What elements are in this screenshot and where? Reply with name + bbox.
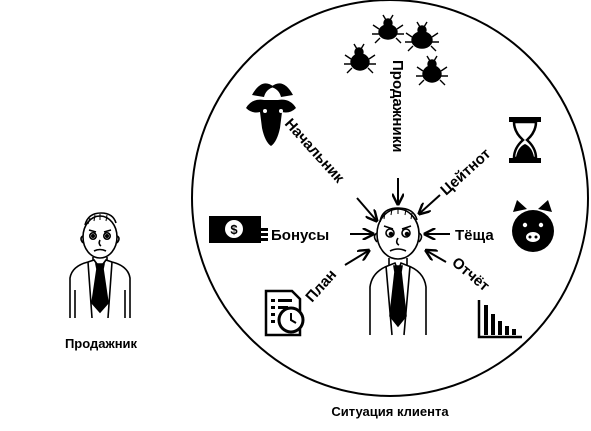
- arrow-tseytnot: [420, 194, 441, 213]
- label-otchyot: Отчёт: [448, 254, 492, 295]
- label-plan: План: [302, 266, 340, 305]
- bugs-icon: [344, 14, 448, 86]
- arrows: [344, 178, 450, 266]
- arrow-otchyot: [427, 251, 447, 263]
- label-prodazhniki: Продажники: [389, 60, 406, 152]
- label-bonusy: Бонусы: [271, 227, 329, 244]
- circle-caption: Ситуация клиента: [331, 404, 449, 419]
- client-figure: [369, 207, 427, 336]
- label-tseytnot: Цейтнот: [437, 145, 494, 199]
- pig-icon: [512, 200, 554, 252]
- goat-icon: [246, 83, 296, 146]
- salesman-caption: Продажник: [65, 336, 138, 351]
- label-nachalnik: Начальник: [281, 115, 348, 186]
- label-tyoshcha: Тёща: [455, 227, 494, 244]
- arrow-plan: [344, 251, 368, 266]
- client-situation-circle: [191, 0, 589, 397]
- report-chart-icon: [477, 300, 522, 339]
- arrow-nachalnik: [356, 197, 376, 220]
- plan-document-icon: [264, 289, 305, 337]
- salesman-figure: [69, 212, 131, 319]
- money-icon: $: [209, 216, 268, 243]
- dollar-sign: $: [230, 222, 238, 237]
- hourglass-icon: [509, 117, 541, 163]
